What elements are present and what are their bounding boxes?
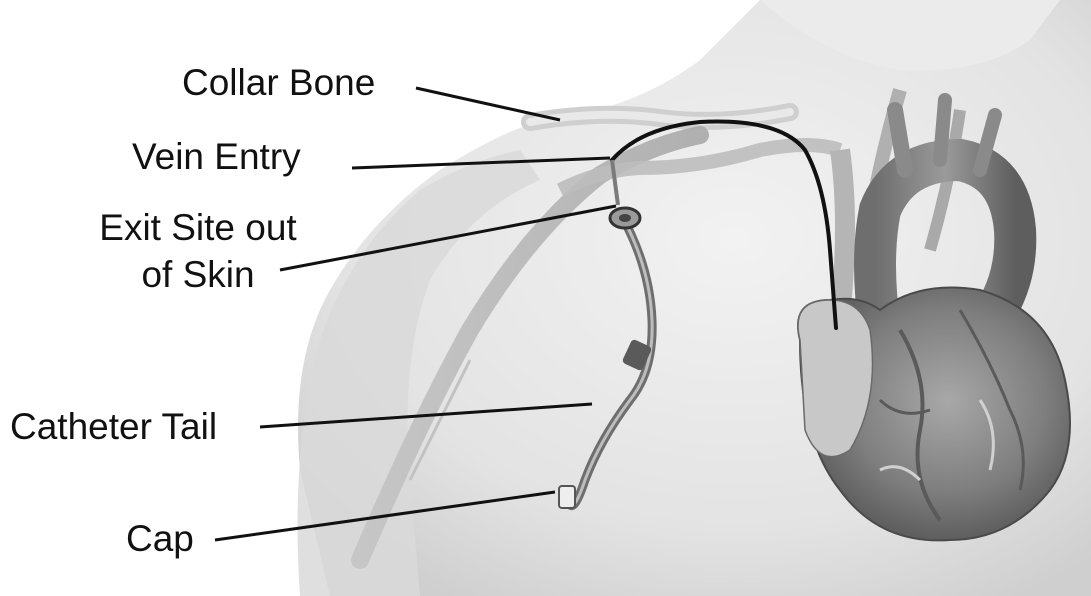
label-vein-entry: Vein Entry — [132, 136, 301, 178]
collar-bone-leader — [416, 88, 560, 120]
label-catheter-tail: Catheter Tail — [10, 406, 217, 448]
cap-shape — [559, 486, 575, 508]
label-cap: Cap — [126, 518, 194, 560]
label-exit-site-line1: Exit Site out — [78, 207, 318, 249]
label-collar-bone: Collar Bone — [182, 62, 375, 104]
label-exit-site-line2: of Skin — [78, 254, 318, 296]
